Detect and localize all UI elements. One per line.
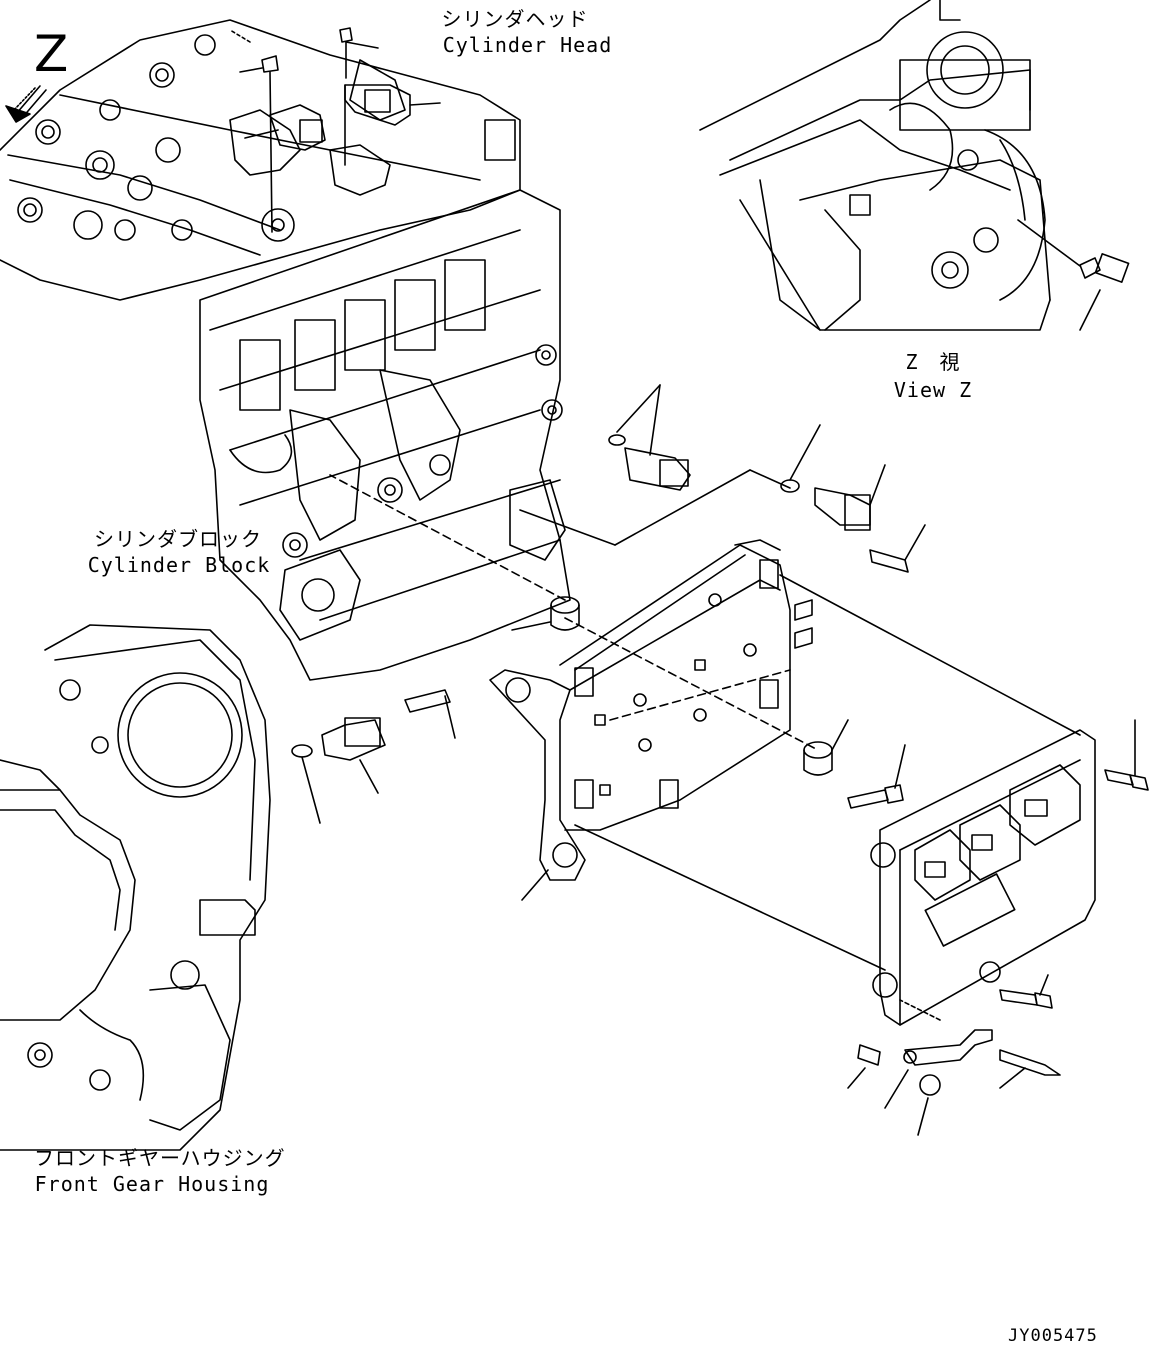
view-z-sensor (1017, 219, 1130, 331)
cylinder-head-illustration (0, 19, 521, 301)
leader-lines (329, 469, 1081, 971)
front-gear-housing-label-en: Front Gear Housing (34, 1172, 270, 1196)
view-z-arrow-icon (5, 85, 47, 123)
pressure-sensor (608, 384, 691, 491)
view-z-label-jp: Z 視 (905, 350, 961, 374)
cam-sensor (291, 689, 456, 824)
grommet-lower (803, 719, 849, 776)
drawing-number: JY005475 (1008, 1326, 1098, 1346)
cylinder-head-label-en: Cylinder Head (442, 33, 613, 57)
grommet-upper (511, 596, 580, 631)
front-gear-housing-illustration (0, 624, 271, 1151)
cylinder-block-illustration (199, 189, 571, 681)
cylinder-head-label-jp: シリンダヘッド (441, 7, 589, 31)
ground-strap (847, 999, 993, 1136)
boost-sensor (244, 104, 326, 151)
cylinder-head-sensor (344, 84, 441, 166)
ecm-bolts (847, 719, 1149, 1089)
cylinder-block-label-jp: シリンダブロック (94, 527, 262, 551)
cylinder-head-bolts (229, 27, 379, 233)
view-z-label-en: View Z (893, 378, 973, 402)
ecm-unit-illustration (870, 729, 1096, 1026)
ecm-bracket-illustration (489, 539, 813, 881)
speed-sensor-1 (780, 424, 926, 573)
view-z-letter: Z (34, 25, 69, 83)
cylinder-block-label-en: Cylinder Block (87, 553, 271, 577)
view-z-detail-illustration (699, 0, 1051, 331)
front-gear-housing-label-jp: フロントギヤーハウジング (34, 1146, 286, 1170)
